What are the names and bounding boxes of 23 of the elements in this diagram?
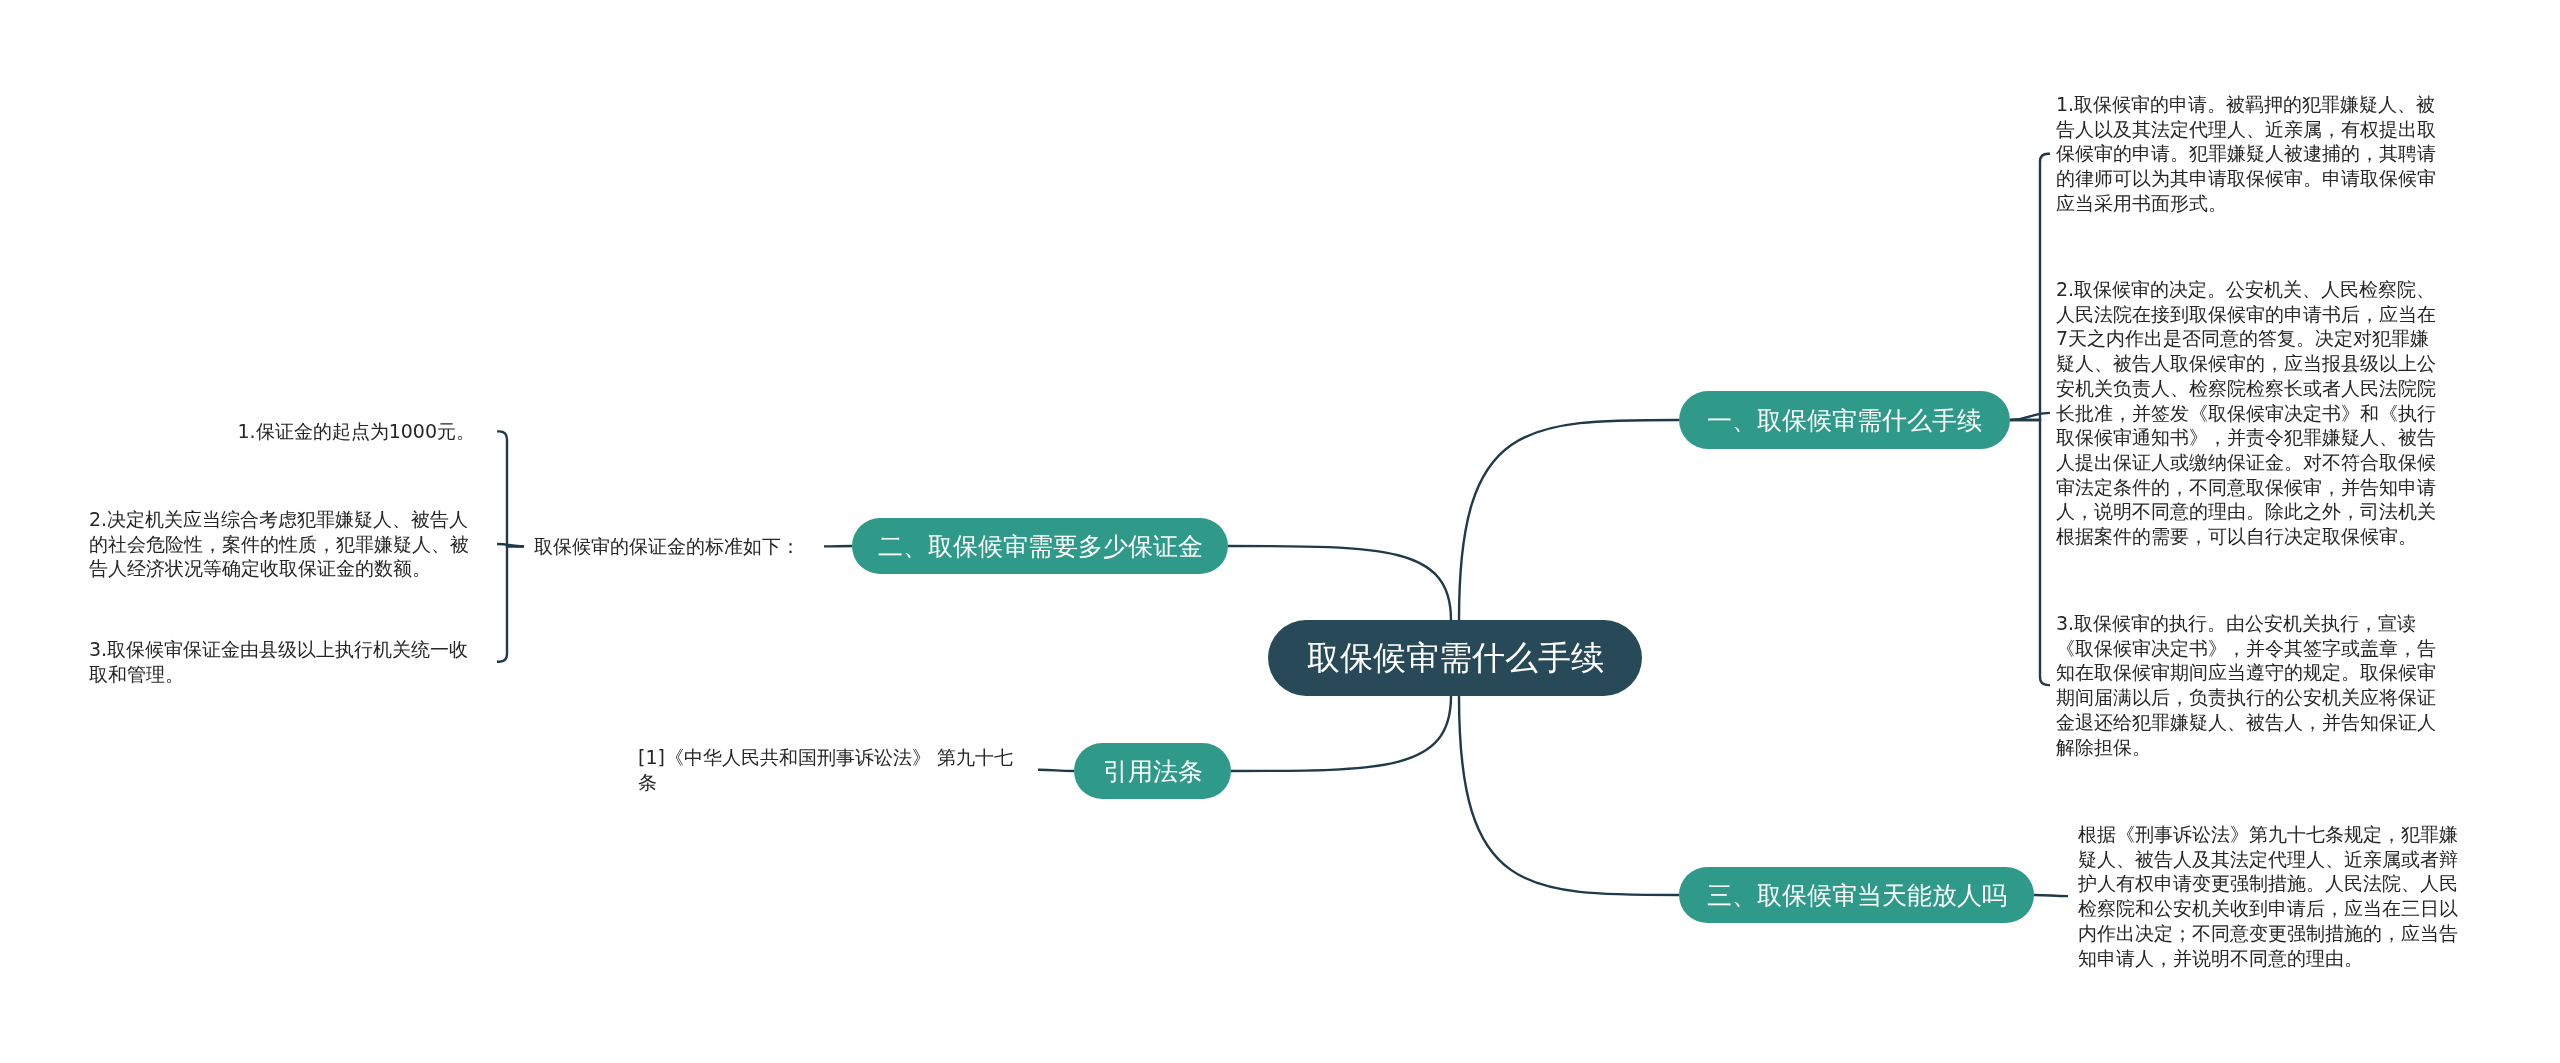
note-text: [1]《中华人民共和国刑事诉讼法》 第九十七条 bbox=[638, 745, 1038, 795]
note-text: 2.取保候审的决定。公安机关、人民检察院、人民法院在接到取保候审的申请书后，应当在7天之内作出是否同意的答复。决定对犯罪嫌疑人、被告人取保候审的，应当报县级以上公安机关负责人、检察院检察长或者人民法院院长批准，并签发《取保候审决定书》和《执行取保候审通知书》，并责令犯罪嫌疑人、被告人提出保证人或缴纳保证金。对不符合取保候审法定条件的，不同意取保候审，并告知申请人，说明不同意的理由。除此之外，司法机关根据案件的需要，可以自行决定取保候审。 bbox=[2050, 277, 2448, 549]
branch-line bbox=[497, 545, 524, 663]
branch-line bbox=[2010, 418, 2050, 687]
branch-line bbox=[1038, 768, 1074, 773]
branch-line bbox=[1231, 695, 1453, 773]
branch-line bbox=[2034, 893, 2068, 898]
topic-pill: 一、取保候审需什么手续 bbox=[1679, 391, 2010, 449]
topic-pill: 三、取保候审当天能放人吗 bbox=[1679, 867, 2034, 923]
branch-line bbox=[1457, 695, 1679, 897]
branch-line bbox=[1457, 418, 1679, 621]
note-text: 2.决定机关应当综合考虑犯罪嫌疑人、被告人的社会危险性，案件的性质，犯罪嫌疑人、被告人经济状况等确定收取保证金的数额。 bbox=[89, 507, 497, 582]
note-text: 3.取保候审的执行。由公安机关执行，宣读《取保候审决定书》，并令其签字或盖章，告知在取保候审期间应当遵守的规定。取保候审期间届满以后，负责执行的公安机关应将保证金退还给犯罪嫌疑人、被告人，并告知保证人解除担保。 bbox=[2050, 611, 2448, 760]
topic-pill: 引用法条 bbox=[1074, 743, 1231, 799]
topic-pill: 二、取保候审需要多少保证金 bbox=[852, 518, 1228, 574]
central-topic-pill: 取保候审需什么手续 bbox=[1268, 620, 1642, 696]
note-text: 1.保证金的起点为1000元。 bbox=[200, 419, 497, 444]
note-text: 3.取保候审保证金由县级以上执行机关统一收取和管理。 bbox=[89, 637, 497, 687]
note-text: 根据《刑事诉讼法》第九十七条规定，犯罪嫌疑人、被告人及其法定代理人、近亲属或者辩护人有权申请变更强制措施。人民法院、人民检察院和公安机关收到申请后，应当在三日以内作出决定；不同意变更强制措施的，应当告知申请人，并说明不同意的理由。 bbox=[2068, 822, 2470, 971]
branch-line bbox=[824, 544, 852, 548]
note-text: 取保候审的保证金的标准如下： bbox=[524, 534, 824, 559]
branch-line bbox=[1228, 544, 1453, 621]
note-text: 1.取保候审的申请。被羁押的犯罪嫌疑人、被告人以及其法定代理人、近亲属，有权提出取保候审的申请。犯罪嫌疑人被逮捕的，其聘请的律师可以为其申请取保候审。申请取保候审应当采用书面形式。 bbox=[2050, 92, 2448, 216]
